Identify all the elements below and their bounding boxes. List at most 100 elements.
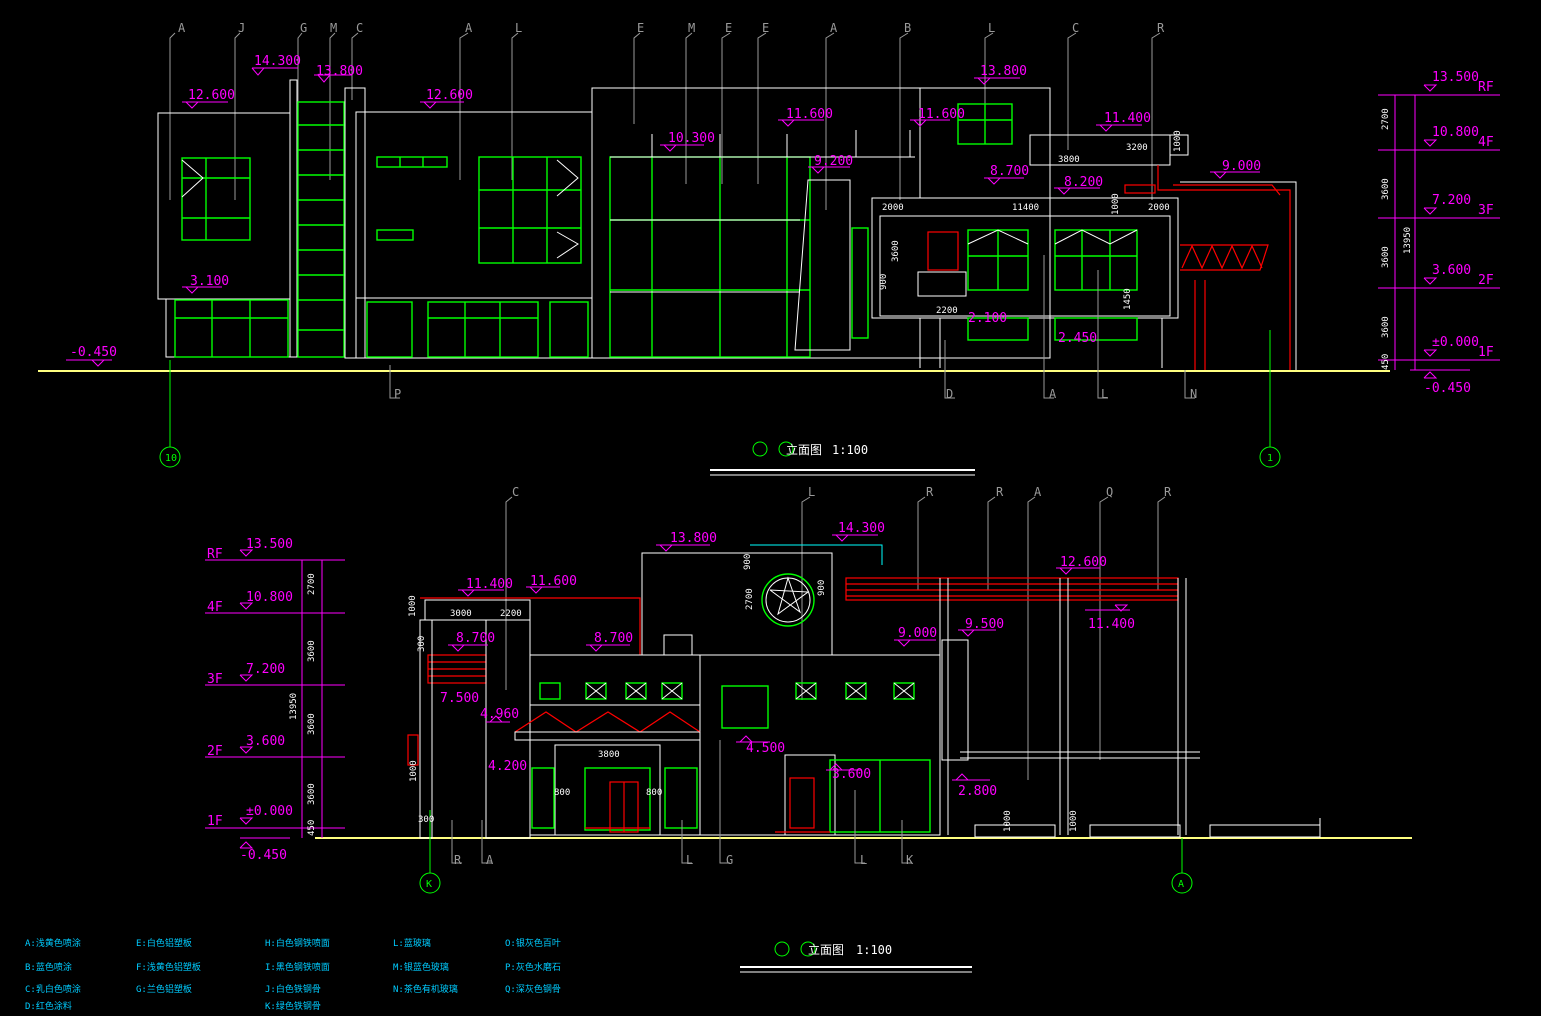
elev1-bottom-label: N (1190, 387, 1197, 401)
elev2-elevation-value: 4.200 (488, 759, 527, 774)
elev1-dimension-value: 3600 (891, 240, 901, 262)
elev2-elevation-value: 8.700 (456, 631, 495, 646)
elev1-dimension-value: 900 (879, 274, 889, 290)
elev2-level-name: 3F (207, 672, 223, 687)
elevation-1 (38, 32, 1500, 476)
elev2-top-label: R (926, 485, 934, 499)
elev2-elevation-value: 3.600 (832, 767, 871, 782)
elev1-elevation-value: 2.450 (1058, 331, 1097, 346)
elev1-top-label: A (830, 21, 838, 35)
legend-item: H:白色钢铁喷面 (265, 937, 330, 949)
elev1-bottom-label: L (1101, 387, 1108, 401)
elev2-elevation-value: 11.600 (530, 574, 577, 589)
legend-item: G:兰色铝塑板 (136, 983, 192, 995)
elev2-elevation-value: 4.960 (480, 707, 519, 722)
elev2-top-label: C (512, 485, 519, 499)
legend-item: E:白色铝塑板 (136, 937, 192, 949)
elev1-elevation-value: 8.700 (990, 164, 1029, 179)
elev2-bottom-label: A (486, 853, 494, 867)
elev1-level-dimension: 3600 (1381, 316, 1391, 338)
elev1-top-label: E (725, 21, 732, 35)
elev1-top-label: L (515, 21, 522, 35)
elev1-level-values: 13.500RF10.8004F7.2003F3.6002F±0.0001F-0… (1381, 70, 1494, 396)
elev2-dimension-value: 800 (554, 788, 570, 798)
elev1-axis-end: 1 (1267, 453, 1273, 464)
elev1-level-value: -0.450 (1424, 381, 1471, 396)
elev1-elevation-value: 2.100 (968, 311, 1007, 326)
elev1-level-name: 4F (1478, 135, 1494, 150)
elev1-elevation-value: 13.800 (980, 64, 1027, 79)
elev1-elevation-value: 12.600 (188, 88, 235, 103)
elev1-top-label: A (178, 21, 186, 35)
top-leaders (169, 32, 1161, 210)
elev1-level-dimension: 3600 (1381, 178, 1391, 200)
elev2-elevation-value: 9.500 (965, 617, 1004, 632)
elev1-dimension-value: 11400 (1012, 203, 1039, 213)
elev2-bottom-label: K (906, 853, 914, 867)
legend-item: C:乳白色喷涂 (25, 983, 81, 995)
elev2-level-name: RF (207, 547, 223, 562)
elev2-elevation-value: 9.000 (898, 626, 937, 641)
elev2-level-values: 13.500RF10.8004F7.2003F3.6002F±0.0001F-0… (207, 537, 317, 863)
elev2-level-value: -0.450 (240, 848, 287, 863)
legend-item: J:白色铁钢骨 (265, 983, 321, 995)
elev1-elevation-value: 9.200 (814, 154, 853, 169)
legend-item: D:红色涂料 (25, 1000, 72, 1012)
elev1-top-label: C (1072, 21, 1079, 35)
elev2-dimension-value: 2200 (500, 609, 522, 619)
elev1-axis-start: 10 (165, 453, 177, 464)
elev1-dimension-value: 3200 (1126, 143, 1148, 153)
elev2-top-label: R (996, 485, 1004, 499)
elev1-top-label: M (330, 21, 337, 35)
elev1-top-label: M (688, 21, 695, 35)
elev1-level-dimension: 450 (1381, 354, 1391, 370)
elev1-top-label: J (238, 21, 245, 35)
elev1-elevation-value: 3.100 (190, 274, 229, 289)
elev1-dimension-value: 2000 (882, 203, 904, 213)
elev2-elevation-value: 14.300 (838, 521, 885, 536)
elev1-elevation-value: 11.400 (1104, 111, 1151, 126)
elev1-level-dimension: 2700 (1381, 108, 1391, 130)
legend-item: O:银灰色百叶 (505, 937, 561, 949)
elev1-elevation-value: 11.600 (786, 107, 833, 122)
elev2-dimension-value: 1000 (408, 595, 418, 617)
elev1-top-label: B (904, 21, 911, 35)
elev2-elevation-value: 2.800 (958, 784, 997, 799)
legend-item: I:黑色钢铁喷面 (265, 961, 330, 973)
elev1-scale: 1:100 (832, 443, 868, 457)
elev2-level-name: 4F (207, 600, 223, 615)
elev1-bottom-label: A (1049, 387, 1057, 401)
legend-item: F:浅黄色铝塑板 (136, 961, 201, 973)
legend-item: B:蓝色喷涂 (25, 961, 72, 973)
elev2-dimension-value: 900 (817, 580, 827, 596)
elev2-elevation-value: 4.500 (746, 741, 785, 756)
elev1-elevation-value: 8.200 (1064, 175, 1103, 190)
elev2-level-value: ±0.000 (246, 804, 293, 819)
elev1-top-label: E (762, 21, 769, 35)
legend-item: N:茶色有机玻璃 (393, 983, 458, 995)
elev1-top-label: C (356, 21, 363, 35)
elev2-dimension-value: 1000 (1069, 810, 1079, 832)
elev2-bottom-label: G (726, 853, 733, 867)
elev1-bottom-label: D (946, 387, 953, 401)
elev2-level-dimension: 3600 (307, 783, 317, 805)
elev2-dimension-value: 1000 (1003, 810, 1013, 832)
elev2-top-label: A (1034, 485, 1042, 499)
elev1-elevation-value: -0.450 (70, 345, 117, 360)
elev2-dimension-value: 3000 (450, 609, 472, 619)
elev1-bottom-label: P (394, 387, 401, 401)
elev2-elevation-value: 8.700 (594, 631, 633, 646)
elev1-elevation-value: 14.300 (254, 54, 301, 69)
elev1-dimension-value: 2000 (1148, 203, 1170, 213)
legend-item: P:灰色水磨石 (505, 961, 561, 973)
elev2-dimension-value: 1000 (409, 760, 419, 782)
elev1-top-label: E (637, 21, 644, 35)
legend-item: K:绿色铁钢骨 (265, 1000, 321, 1012)
elev2-level-dimension: 2700 (307, 573, 317, 595)
